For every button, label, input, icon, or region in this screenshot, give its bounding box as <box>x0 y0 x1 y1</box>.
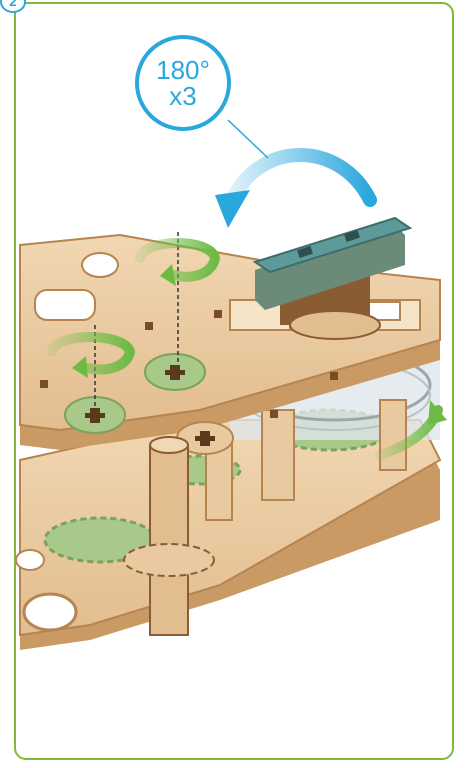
rotation-angle: 180° <box>156 57 210 83</box>
callout-line <box>228 120 268 158</box>
rotation-count: x3 <box>169 83 196 109</box>
rotation-badge: 180° x3 <box>135 35 231 131</box>
rotate-arrow-icon <box>215 155 370 228</box>
